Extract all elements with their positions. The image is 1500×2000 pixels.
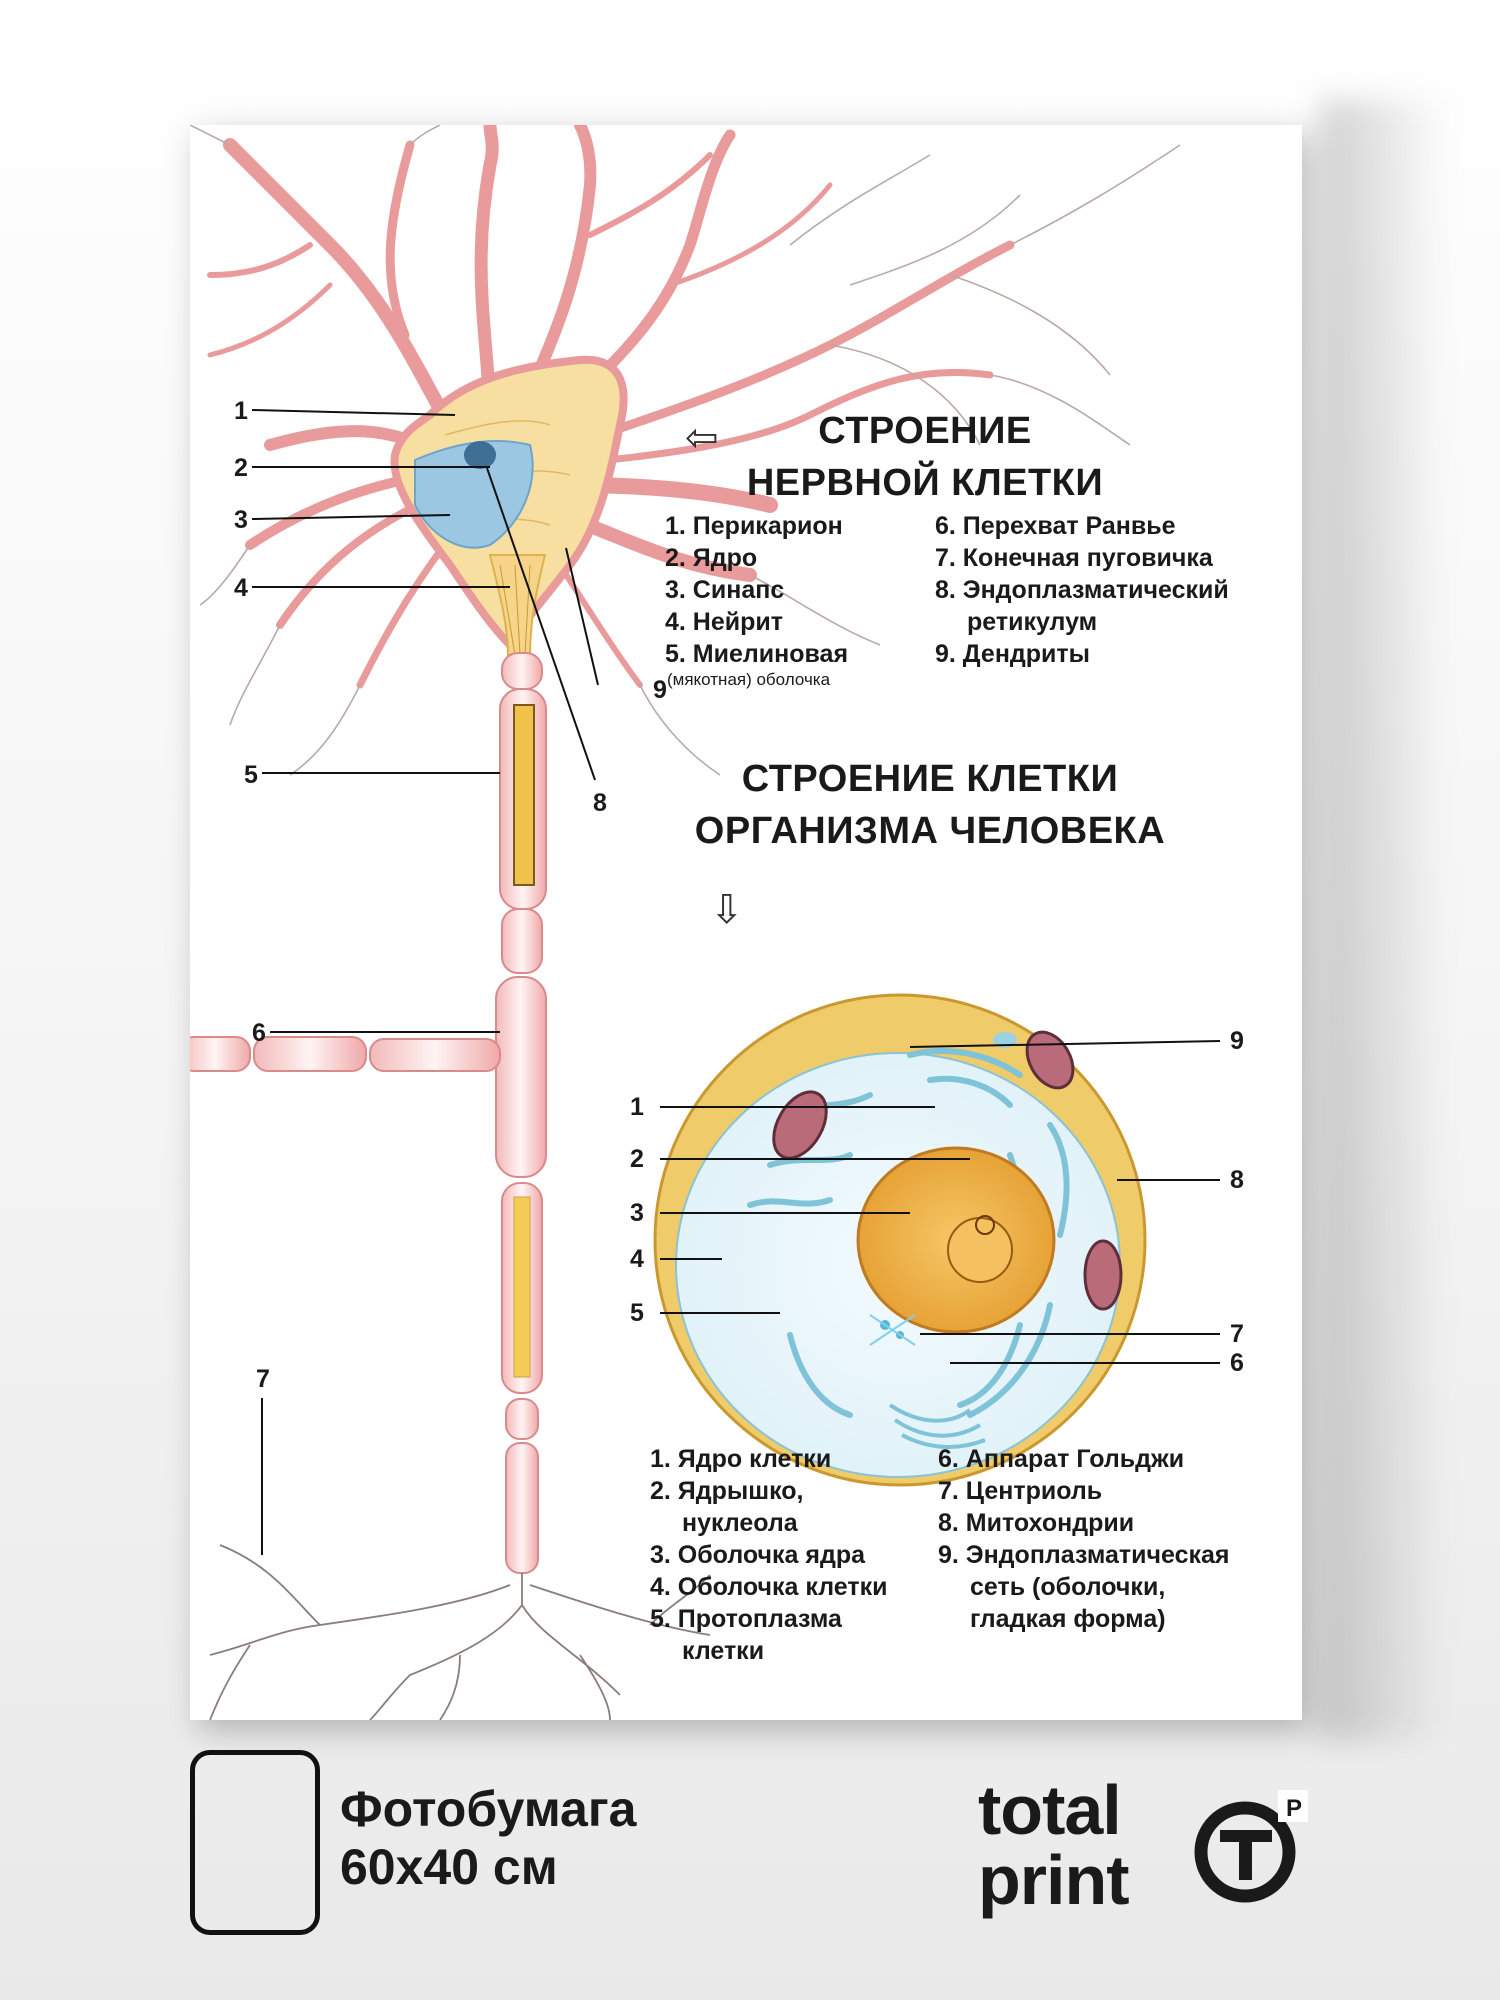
cell-label-2: 2 [630, 1145, 644, 1173]
neuron-legend-right: 6. Перехват Ранвье 7. Конечная пуговичка… [935, 512, 1229, 668]
cell-title-line2: ОРГАНИЗМА ЧЕЛОВЕКА [694, 810, 1166, 852]
neuron-leader-lines [251, 409, 599, 1555]
neuron-legend-left: 1. Перикарион 2. Ядро 3. Синапс 4. Нейри… [665, 512, 849, 689]
cell-label-9: 9 [1230, 1027, 1244, 1055]
golgi-apparatus [888, 1403, 986, 1449]
left-arrow-icon: ⇦ [685, 416, 719, 460]
down-arrow-icon: ⇩ [710, 888, 744, 932]
poster-shadow [1320, 100, 1470, 1740]
neuron-label-7: 7 [256, 1365, 270, 1393]
cell-legend-left: 1. Ядро клетки 2. Ядрышко, нуклеола 3. О… [650, 1445, 888, 1665]
neuron-label-9: 9 [653, 676, 667, 704]
brand-logo-icon: P [1194, 1790, 1308, 1903]
cell-nucleolus [947, 1217, 1013, 1283]
cell-leader-lines [660, 1040, 1221, 1364]
paper-format-text: Фотобумага 60x40 см [340, 1780, 636, 1896]
cell-diagram [653, 993, 1221, 1487]
terminal-branches [209, 1544, 711, 1720]
brand-line-print: print [978, 1841, 1130, 1919]
neuron-label-4: 4 [234, 574, 248, 602]
neuron-label-3: 3 [234, 506, 248, 534]
cell-label-6: 6 [1230, 1349, 1244, 1377]
neuron-diagram [190, 125, 1181, 1720]
cell-title: СТРОЕНИЕ КЛЕТКИ ОРГАНИЗМА ЧЕЛОВЕКА [660, 753, 1200, 857]
brand-line-total: total [978, 1771, 1122, 1849]
mitochondria [772, 1030, 1123, 1311]
neuron-label-1: 1 [234, 397, 248, 425]
fine-dendrites [190, 125, 1181, 776]
cell-label-8: 8 [1230, 1166, 1244, 1194]
neuron-label-5: 5 [244, 761, 258, 789]
axon [190, 652, 547, 1574]
centriole [869, 1314, 916, 1346]
neuron-label-6: 6 [252, 1019, 266, 1047]
cell-label-5: 5 [630, 1299, 644, 1327]
brand-wordmark: total print [978, 1771, 1130, 1919]
paper-size: 60x40 см [340, 1839, 558, 1895]
cell-legend-right: 6. Аппарат Гольджи 7. Центриоль 8. Митох… [938, 1445, 1230, 1633]
cell-label-1: 1 [630, 1093, 644, 1121]
cell-title-line1: СТРОЕНИЕ КЛЕТКИ [741, 758, 1119, 800]
neuron-label-8: 8 [593, 789, 607, 817]
cell-label-4: 4 [630, 1245, 644, 1273]
logo-superscript: P [1286, 1795, 1302, 1822]
cell-label-3: 3 [630, 1199, 644, 1227]
poster-artwork [190, 125, 1221, 1720]
poster: 1 2 3 4 5 6 7 8 9 ⇦ СТРОЕНИЕ НЕРВНОЙ КЛЕ… [190, 125, 1302, 1720]
paper-type: Фотобумага [340, 1781, 637, 1837]
neuron-label-2: 2 [234, 454, 248, 482]
paper-format-icon [190, 1750, 320, 1935]
neuron-title-line2: НЕРВНОЙ КЛЕТКИ [746, 462, 1104, 504]
neuron-title: СТРОЕНИЕ НЕРВНОЙ КЛЕТКИ [720, 405, 1130, 509]
nucleolus [464, 441, 496, 469]
neuron-title-line1: СТРОЕНИЕ [818, 410, 1032, 452]
cell-label-7: 7 [1230, 1320, 1244, 1348]
